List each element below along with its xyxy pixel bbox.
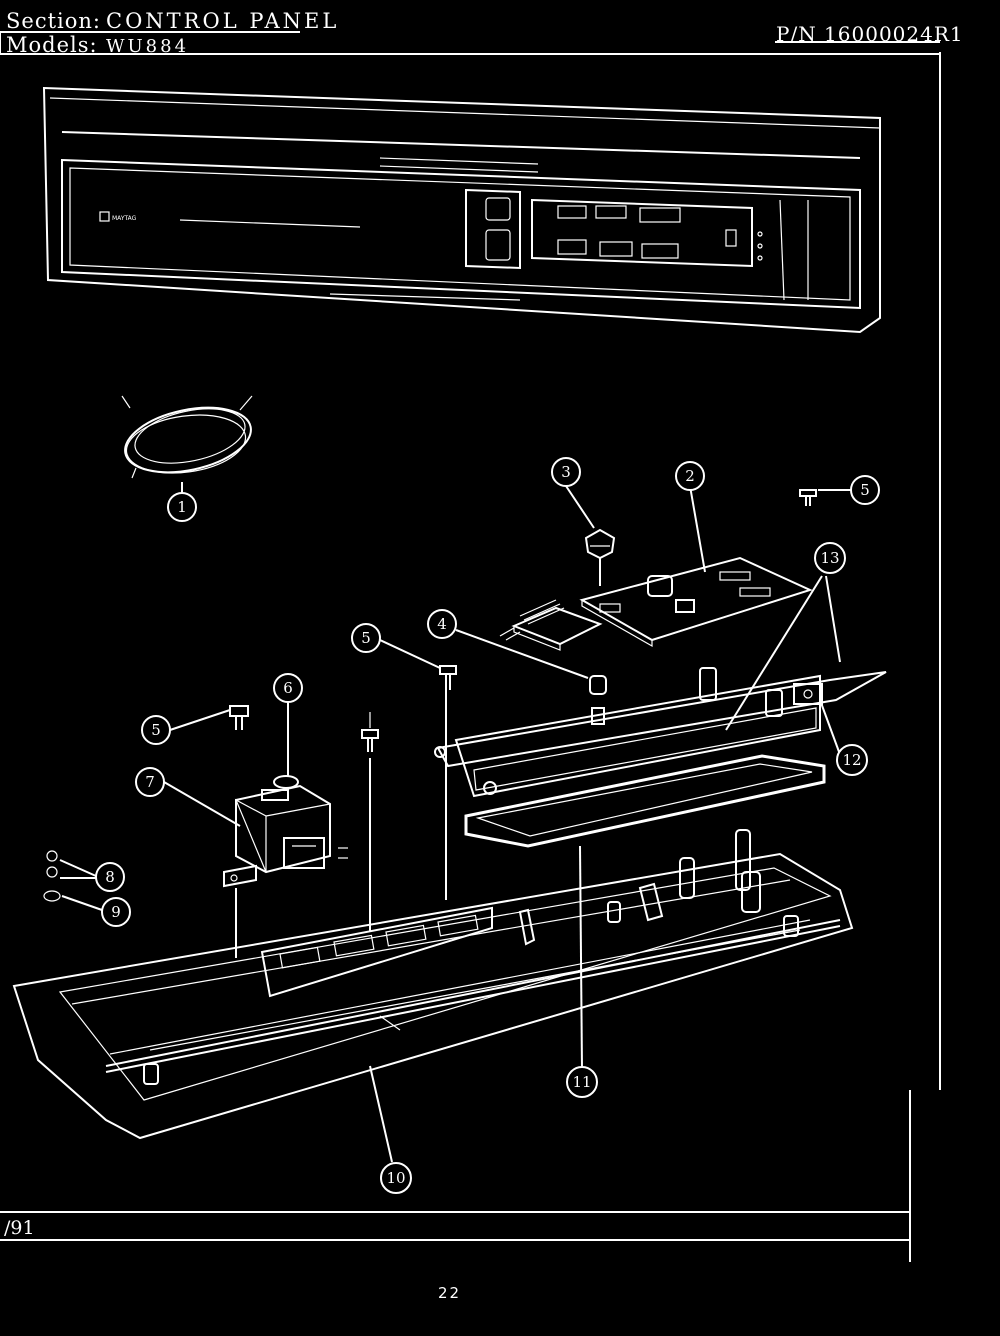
svg-text:5: 5 xyxy=(151,721,161,739)
panel-housing xyxy=(12,690,854,1163)
svg-text:5: 5 xyxy=(361,629,371,647)
svg-text:6: 6 xyxy=(283,679,293,697)
callout-9: 9 xyxy=(101,897,131,927)
footer-date: /91 xyxy=(4,1217,35,1239)
small-nuts xyxy=(43,850,103,911)
callout-13: 13 xyxy=(814,542,846,574)
callout-3: 3 xyxy=(551,457,581,487)
circuit-board xyxy=(579,485,813,648)
wire-harness xyxy=(121,395,253,494)
callout-5-left: 5 xyxy=(141,715,171,745)
page-number: 22 xyxy=(438,1284,462,1302)
callout-5-top: 5 xyxy=(850,475,880,505)
svg-text:12: 12 xyxy=(842,751,861,769)
svg-text:4: 4 xyxy=(437,615,447,633)
mounting-bracket xyxy=(434,575,887,798)
connector-clip xyxy=(565,485,616,586)
svg-text:9: 9 xyxy=(111,903,121,921)
svg-text:1: 1 xyxy=(177,498,187,516)
callout-8: 8 xyxy=(95,862,125,892)
section-value: CONTROL PANEL xyxy=(106,9,340,33)
assembled-control-panel: MAYTAG xyxy=(42,86,881,334)
svg-text:13: 13 xyxy=(820,549,839,567)
gasket xyxy=(464,754,826,1071)
svg-text:10: 10 xyxy=(386,1169,405,1187)
callout-11: 11 xyxy=(566,1066,598,1098)
callout-7: 7 xyxy=(135,767,165,797)
screws xyxy=(169,489,852,752)
callout-10: 10 xyxy=(380,1162,412,1194)
svg-text:11: 11 xyxy=(572,1073,591,1091)
standoff xyxy=(455,629,607,725)
svg-text:3: 3 xyxy=(561,463,571,481)
panel-brand: MAYTAG xyxy=(112,215,137,222)
callout-12: 12 xyxy=(836,744,868,776)
section-label: Section: xyxy=(6,9,101,33)
svg-text:2: 2 xyxy=(685,467,695,485)
transformer xyxy=(163,700,348,888)
svg-text:7: 7 xyxy=(145,773,155,791)
callout-1: 1 xyxy=(167,492,197,522)
callout-2: 2 xyxy=(675,461,705,491)
svg-text:8: 8 xyxy=(105,868,115,886)
callout-5-middle: 5 xyxy=(351,623,381,653)
svg-text:5: 5 xyxy=(860,481,870,499)
page-frame xyxy=(0,31,941,1262)
models-value: WU884 xyxy=(106,36,190,57)
callout-6: 6 xyxy=(273,673,303,703)
callout-4: 4 xyxy=(427,609,457,639)
ribbon-connector xyxy=(499,599,603,651)
